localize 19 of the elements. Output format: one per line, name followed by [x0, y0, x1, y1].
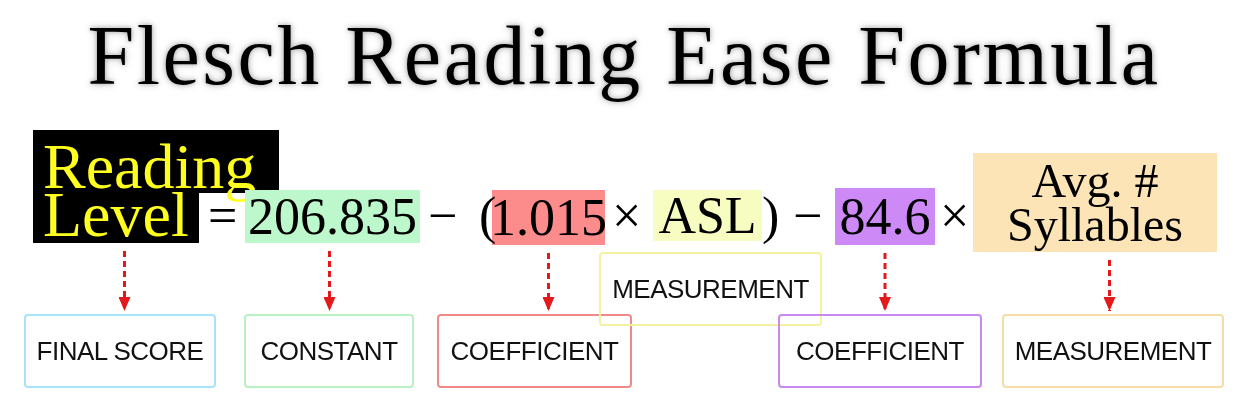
annotation-box: MEASUREMENT	[599, 252, 822, 326]
annotation-box: COEFFICIENT	[437, 314, 632, 388]
highlighted-term: Avg. # Syllables	[973, 153, 1217, 252]
highlighted-term: ASL	[653, 190, 762, 241]
dashed-arrow	[879, 253, 891, 311]
dashed-arrow	[542, 253, 555, 311]
math-operator: ×	[612, 190, 642, 242]
highlighted-term: 84.6	[835, 188, 935, 245]
dashed-arrow	[323, 251, 336, 311]
annotation-box: COEFFICIENT	[778, 314, 982, 388]
annotation-box: CONSTANT	[244, 314, 414, 388]
dashed-arrow	[1103, 260, 1116, 311]
math-operator: −	[428, 190, 458, 242]
math-operator: ×	[940, 190, 970, 242]
math-operator: −	[793, 190, 823, 242]
dashed-arrow	[118, 251, 131, 311]
math-operator: )	[762, 190, 780, 242]
annotation-box: MEASUREMENT	[1002, 314, 1224, 388]
annotation-box: FINAL SCORE	[24, 314, 216, 388]
